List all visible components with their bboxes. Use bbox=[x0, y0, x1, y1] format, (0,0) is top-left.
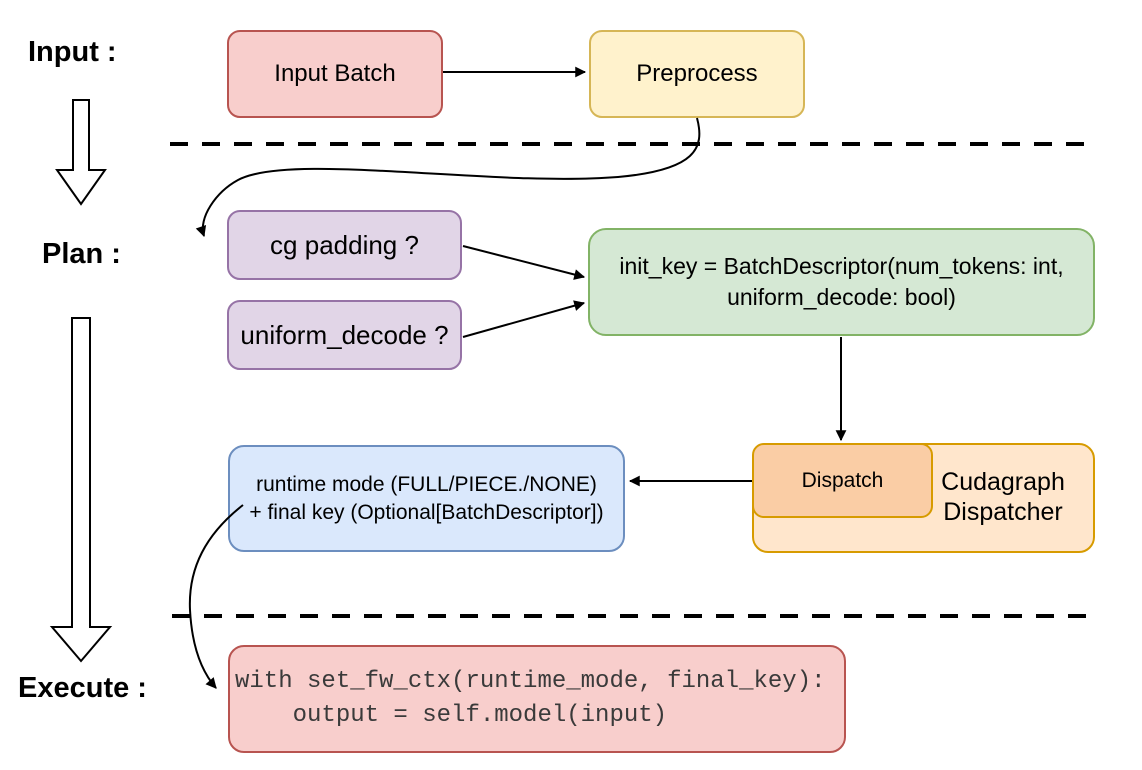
arrow-cg-padding-to-init-key bbox=[462, 245, 586, 280]
execute-code-line2: output = self.model(input) bbox=[235, 702, 668, 729]
node-init-key: init_key = BatchDescriptor(num_tokens: i… bbox=[588, 228, 1095, 336]
node-input-batch: Input Batch bbox=[227, 30, 443, 118]
node-init-key-line1: init_key = BatchDescriptor(num_tokens: i… bbox=[619, 253, 1064, 279]
node-cg-padding: cg padding ? bbox=[227, 210, 462, 280]
hollow-arrow-plan-to-execute bbox=[49, 317, 113, 663]
arrow-uniform-decode-to-init-key bbox=[462, 300, 586, 338]
hollow-arrow-input-to-plan bbox=[55, 99, 107, 206]
node-execute-code: with set_fw_ctx(runtime_mode, final_key)… bbox=[228, 645, 846, 753]
cudagraph-label-line1: Cudagraph bbox=[941, 468, 1065, 496]
node-cudagraph-dispatcher-label: Cudagraph Dispatcher bbox=[919, 467, 1087, 527]
stage-label-plan: Plan : bbox=[42, 238, 121, 270]
node-uniform-decode: uniform_decode ? bbox=[227, 300, 462, 370]
node-runtime-mode-line1: runtime mode (FULL/PIECE./NONE) bbox=[256, 472, 597, 496]
node-dispatch: Dispatch bbox=[752, 443, 933, 518]
node-input-batch-label: Input Batch bbox=[274, 60, 396, 87]
node-preprocess-label: Preprocess bbox=[636, 60, 758, 87]
execute-code-line1: with set_fw_ctx(runtime_mode, final_key)… bbox=[235, 668, 826, 695]
node-uniform-decode-label: uniform_decode ? bbox=[240, 319, 449, 350]
node-runtime-mode: runtime mode (FULL/PIECE./NONE) + final … bbox=[228, 445, 625, 552]
stage-label-input: Input : bbox=[28, 36, 117, 68]
stage-label-execute: Execute : bbox=[18, 672, 147, 704]
cudagraph-label-line2: Dispatcher bbox=[943, 498, 1063, 526]
node-runtime-mode-line2: + final key (Optional[BatchDescriptor]) bbox=[249, 500, 604, 524]
node-preprocess: Preprocess bbox=[589, 30, 805, 118]
node-cg-padding-label: cg padding ? bbox=[270, 229, 419, 260]
node-dispatch-label: Dispatch bbox=[801, 468, 884, 492]
node-init-key-line2: uniform_decode: bool) bbox=[727, 284, 956, 310]
